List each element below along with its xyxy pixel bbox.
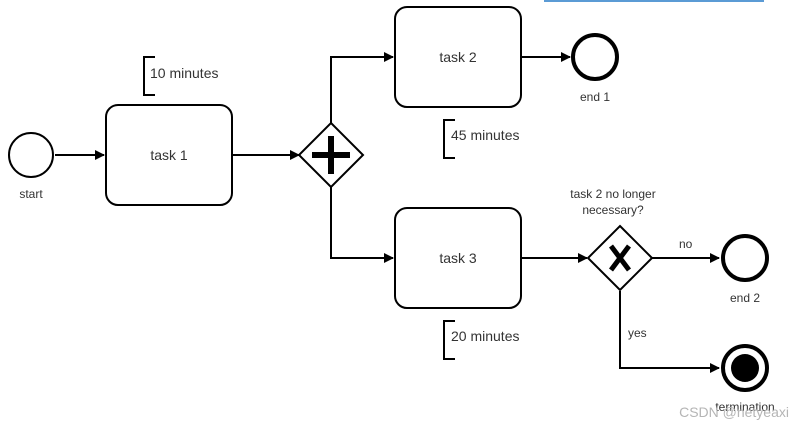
task1-duration-label: 10 minutes — [150, 65, 218, 81]
flow-no-label: no — [679, 237, 693, 251]
task1-label: task 1 — [150, 147, 188, 163]
flow-parallel-to-task2[interactable] — [330, 52, 394, 123]
task2-label: task 2 — [439, 49, 477, 65]
top-accent-bar — [544, 0, 764, 2]
parallel-gateway[interactable] — [297, 121, 365, 189]
task3-box[interactable] — [394, 207, 522, 309]
plus-icon — [312, 136, 350, 174]
task1-duration-bracket — [143, 56, 155, 96]
termination-event[interactable] — [721, 344, 769, 392]
exclusive-gateway-question-line2: necessary? — [582, 203, 644, 217]
flow-parallel-to-task3[interactable] — [330, 187, 394, 263]
task3-duration-bracket — [443, 320, 455, 360]
watermark: CSDN @netyeaxi — [679, 404, 789, 420]
end2-event[interactable] — [721, 234, 769, 282]
task2-duration-bracket — [443, 119, 455, 159]
exclusive-gateway[interactable] — [586, 224, 654, 292]
start-event-label: start — [19, 187, 43, 201]
exclusive-gateway-question-line1: task 2 no longer — [570, 187, 655, 201]
end2-event-label: end 2 — [730, 291, 760, 305]
task2-duration-label: 45 minutes — [451, 127, 519, 143]
flow-yes-to-termination[interactable] — [619, 291, 720, 373]
flow-yes-label: yes — [628, 326, 647, 340]
end1-event-label: end 1 — [580, 90, 610, 104]
task2-box[interactable] — [394, 6, 522, 108]
sequence-flows — [55, 52, 720, 373]
end1-event[interactable] — [571, 33, 619, 81]
termination-event-label: termination — [715, 400, 774, 414]
start-event[interactable] — [8, 132, 54, 178]
task3-duration-label: 20 minutes — [451, 328, 519, 344]
task3-label: task 3 — [439, 250, 477, 266]
x-icon — [609, 244, 631, 272]
task1-box[interactable] — [105, 104, 233, 206]
